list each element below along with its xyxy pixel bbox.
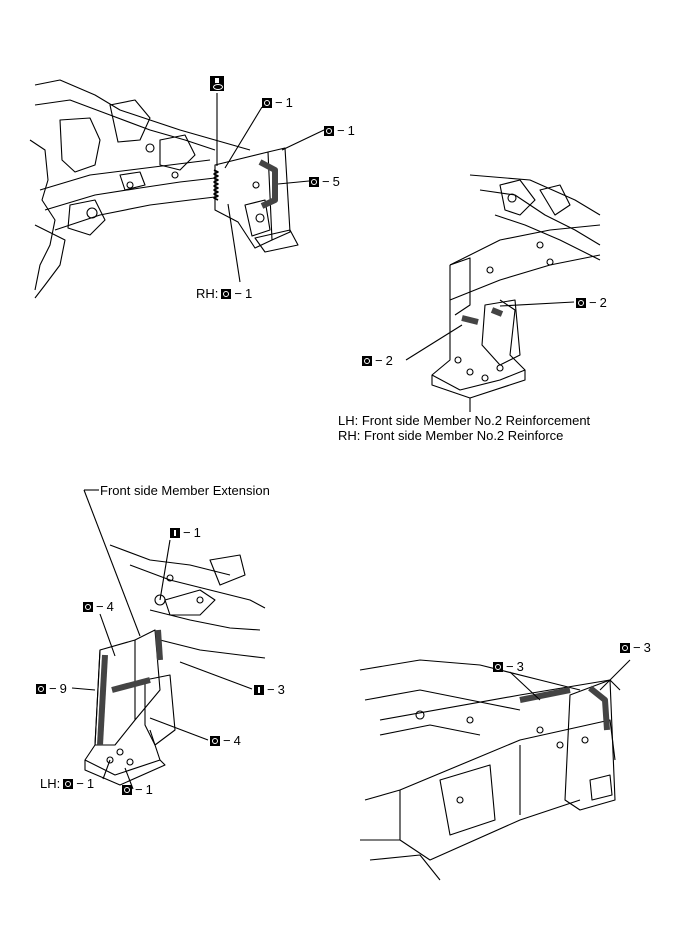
- callout-top-left-5: −5: [309, 175, 340, 189]
- callout-bottom-left-o9: −9: [36, 682, 67, 696]
- plug-weld-symbol-icon: [170, 528, 180, 538]
- bottom-left-view: [71, 489, 266, 790]
- callout-bottom-left-o4a: −4: [83, 600, 114, 614]
- spot-weld-symbol-icon: [262, 98, 272, 108]
- lh-reinforcement-label: LH: Front side Member No.2 Reinforcement: [338, 413, 591, 428]
- spot-weld-symbol-icon: [83, 602, 93, 612]
- callout-top-left-1a: −1: [262, 96, 293, 110]
- extension-label: Front side Member Extension: [100, 483, 270, 498]
- welding-tool-icon: [210, 76, 224, 91]
- spot-weld-symbol-icon: [221, 289, 232, 299]
- spot-weld-symbol-icon: [122, 785, 132, 795]
- top-right-view: [405, 174, 601, 412]
- rh-reinforce-label: RH: Front side Member No.2 Reinforce: [338, 428, 564, 443]
- bottom-right-view: [359, 659, 631, 881]
- spot-weld-symbol-icon: [620, 643, 630, 653]
- plug-weld-symbol-icon: [254, 685, 264, 695]
- spot-weld-symbol-icon: [63, 779, 74, 789]
- top-left-view: [29, 79, 325, 299]
- callout-bottom-left-o4b: −4: [210, 734, 241, 748]
- spot-weld-symbol-icon: [362, 356, 372, 366]
- spot-weld-symbol-icon: [210, 736, 220, 746]
- callout-bottom-left-i1: −1: [170, 526, 201, 540]
- spot-weld-symbol-icon: [324, 126, 334, 136]
- callout-bottom-left-i3: −3: [254, 683, 285, 697]
- callout-bottom-left-lh: LH:−1: [40, 776, 95, 791]
- spot-weld-symbol-icon: [576, 298, 586, 308]
- callout-top-right-2b: −2: [362, 354, 393, 368]
- callout-bottom-right-3a: −3: [493, 660, 524, 674]
- callout-top-right-2a: −2: [576, 296, 607, 310]
- spot-weld-symbol-icon: [493, 662, 503, 672]
- spot-weld-symbol-icon: [309, 177, 319, 187]
- callout-top-left-1b: −1: [324, 124, 355, 138]
- callout-bottom-right-3b: −3: [620, 641, 651, 655]
- callout-top-left-rh: RH:−1: [196, 286, 253, 301]
- callout-bottom-left-o1: −1: [122, 783, 153, 797]
- spot-weld-symbol-icon: [36, 684, 46, 694]
